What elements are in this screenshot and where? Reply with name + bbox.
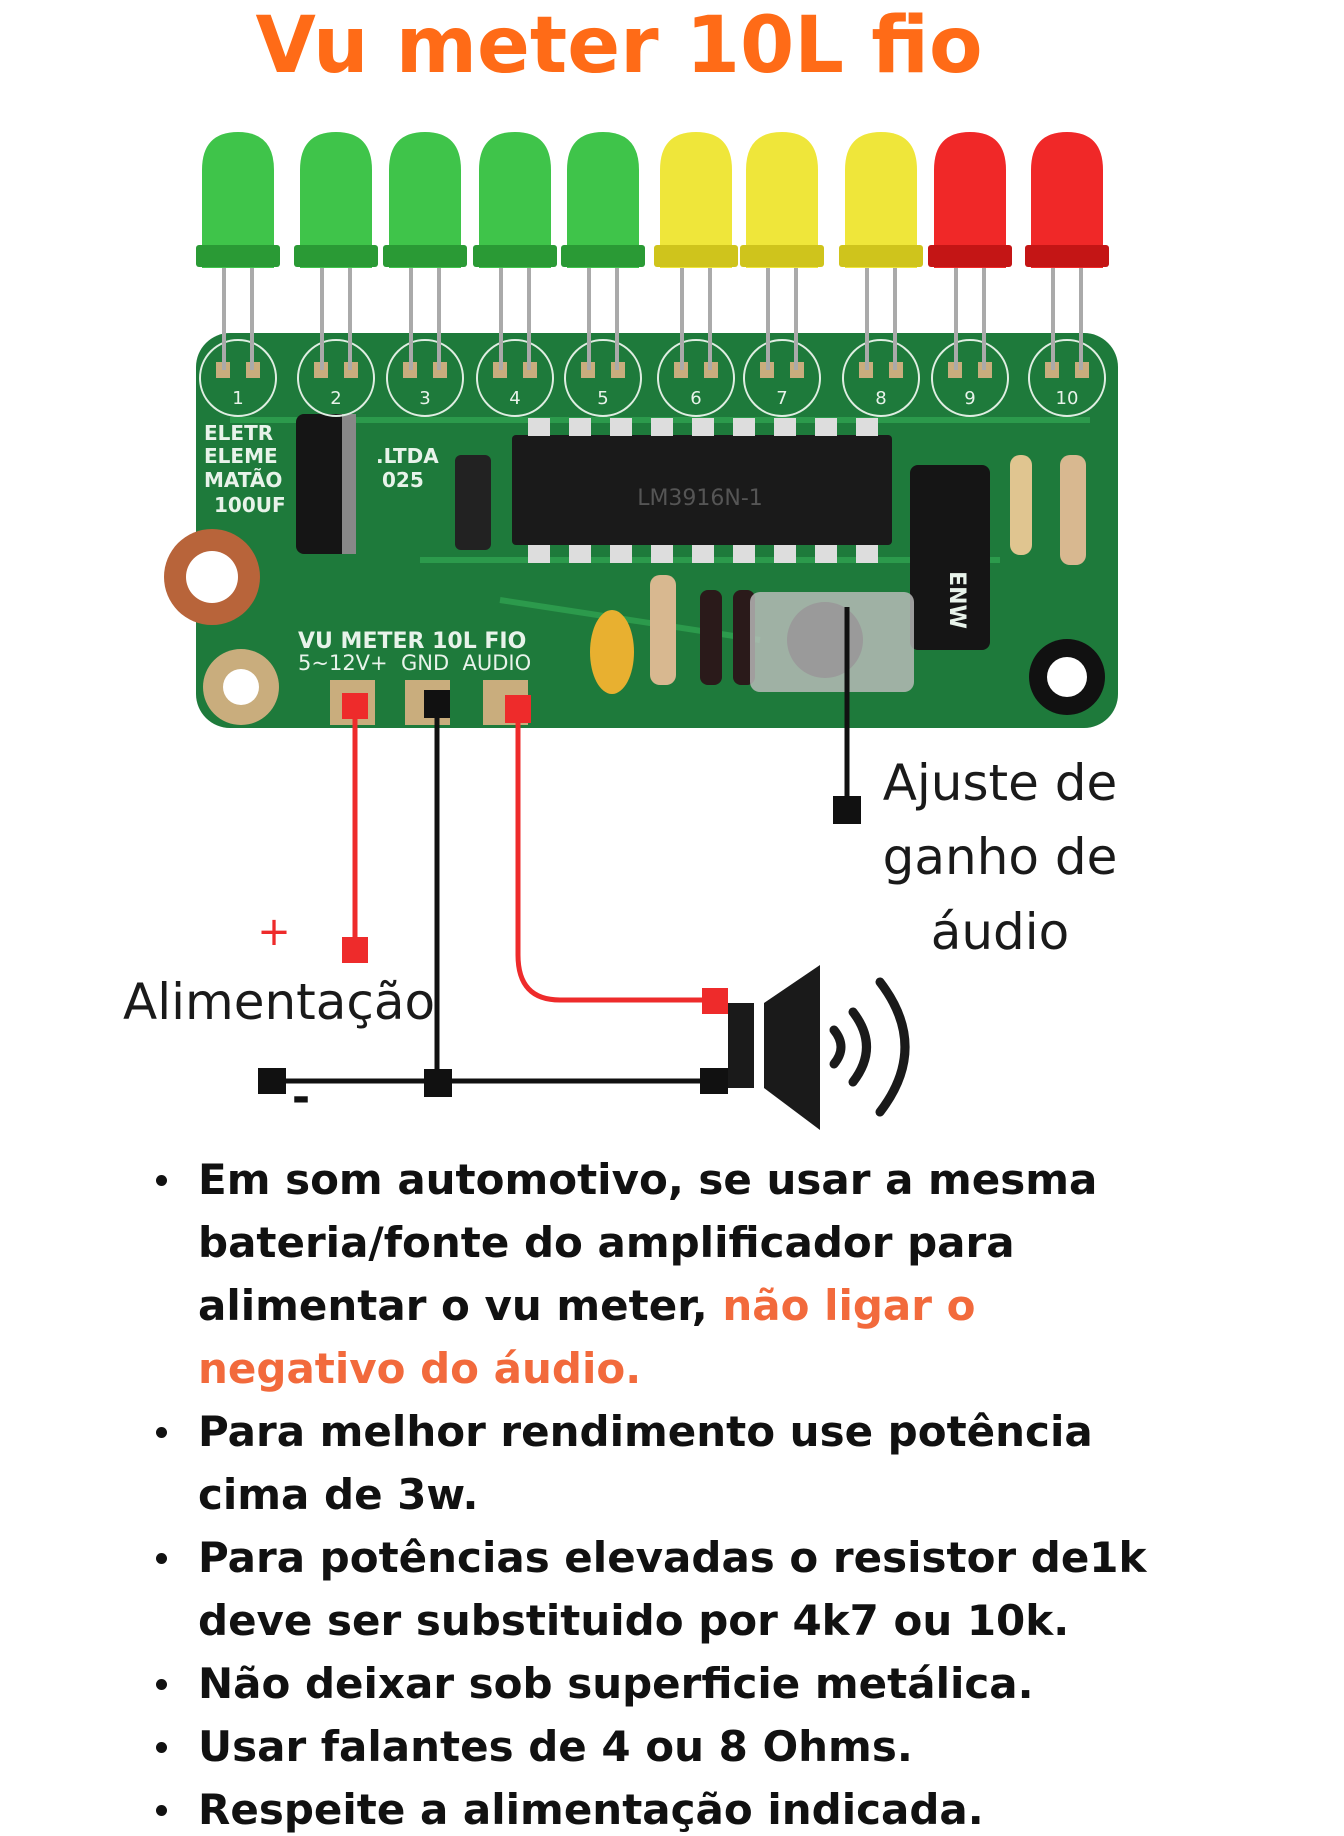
note-text: Respeite a alimentação indicada. <box>198 1785 984 1834</box>
note-text: alimentar o vu meter, <box>198 1281 723 1330</box>
led-pad: 7 <box>743 339 821 417</box>
note-text: cima de 3w. <box>198 1470 479 1519</box>
resistor <box>1010 455 1032 555</box>
led-green <box>196 132 280 370</box>
note-text: Para potências elevadas o resistor de1k <box>198 1533 1147 1582</box>
wires <box>258 607 861 1097</box>
note-line: negativo do áudio. <box>198 1337 1146 1400</box>
led-number: 4 <box>509 388 520 409</box>
led-number: 2 <box>330 388 341 409</box>
note-line: cima de 3w. <box>198 1463 1146 1526</box>
note-line: Respeite a alimentação indicada. <box>198 1778 1146 1836</box>
led-red <box>928 132 1012 370</box>
pcb-board: LM3916N-1 ENW ELETR ELEME MATÃO 100UF .L… <box>164 333 1118 728</box>
diode <box>455 455 491 550</box>
note-warning-text: não ligar o <box>722 1281 976 1330</box>
note-item: Usar falantes de 4 ou 8 Ohms. <box>150 1715 1146 1778</box>
note-warning-text: negativo do áudio. <box>198 1344 642 1393</box>
note-item: Respeite a alimentação indicada. <box>150 1778 1146 1836</box>
note-line: Usar falantes de 4 ou 8 Ohms. <box>198 1715 1146 1778</box>
resistor <box>1060 455 1086 565</box>
audio-wire <box>515 705 714 1003</box>
note-text: Usar falantes de 4 ou 8 Ohms. <box>198 1722 913 1771</box>
led-pad: 1 <box>199 339 277 417</box>
led-green <box>383 132 467 370</box>
led-yellow <box>654 132 738 370</box>
led-number: 3 <box>419 388 430 409</box>
silk-text: ELEME <box>204 444 278 468</box>
note-text: Em som automotivo, se usar a mesma <box>198 1155 1098 1204</box>
silk-text: MATÃO <box>204 468 282 492</box>
board-name: VU METER 10L FIO <box>298 629 526 654</box>
plus-label: + <box>257 909 291 955</box>
silk-text: .LTDA <box>376 444 439 468</box>
note-line: Em som automotivo, se usar a mesma <box>198 1148 1146 1211</box>
diode <box>700 590 722 685</box>
gain-label-line: Ajuste de <box>883 754 1118 812</box>
silk-text: ELETR <box>204 421 273 445</box>
notes-list: Em som automotivo, se usar a mesma bateri… <box>150 1148 1146 1836</box>
note-item: Não deixar sob superficie metálica. <box>150 1652 1146 1715</box>
minus-label: - <box>292 1072 310 1123</box>
led-number: 7 <box>776 388 787 409</box>
led-green <box>473 132 557 370</box>
note-text: Não deixar sob superficie metálica. <box>198 1659 1034 1708</box>
gain-label-line: áudio <box>931 903 1070 961</box>
led-yellow <box>740 132 824 370</box>
capacitor <box>296 414 356 554</box>
note-line: deve ser substituido por 4k7 ou 10k. <box>198 1589 1146 1652</box>
note-text: bateria/fonte do amplificador para <box>198 1218 1015 1267</box>
resistor <box>650 575 676 685</box>
note-line: Para melhor rendimento use potência <box>198 1400 1146 1463</box>
note-item: Para melhor rendimento use potência cima … <box>150 1400 1146 1526</box>
silk-text: 100UF <box>214 493 286 517</box>
led-number: 10 <box>1056 388 1079 409</box>
note-line: Não deixar sob superficie metálica. <box>198 1652 1146 1715</box>
power-plus-terminal <box>342 937 368 963</box>
led-green <box>294 132 378 370</box>
led-pad: 2 <box>297 339 375 417</box>
note-item: Para potências elevadas o resistor de1k d… <box>150 1526 1146 1652</box>
diode <box>733 590 755 685</box>
led-number: 6 <box>690 388 701 409</box>
led-yellow <box>839 132 923 370</box>
led-number: 8 <box>875 388 886 409</box>
led-number: 5 <box>597 388 608 409</box>
note-text: Para melhor rendimento use potência <box>198 1407 1093 1456</box>
led-number: 9 <box>964 388 975 409</box>
silk-text: 025 <box>382 468 424 492</box>
led-number: 1 <box>232 388 243 409</box>
pin-labels: 5~12V+ GND AUDIO <box>298 651 531 675</box>
gain-label-line: ganho de <box>883 828 1118 886</box>
speaker-icon <box>728 965 910 1130</box>
led-green <box>561 132 645 370</box>
note-line: Para potências elevadas o resistor de1k <box>198 1526 1146 1589</box>
led-red <box>1025 132 1109 370</box>
page-title: Vu meter 10L fio <box>255 1 982 91</box>
capacitor-brand: ENW <box>944 571 969 629</box>
power-label: Alimentação <box>123 973 435 1031</box>
note-line: alimentar o vu meter, não ligar o <box>198 1274 1146 1337</box>
capacitor-enw <box>910 465 990 650</box>
note-line: bateria/fonte do amplificador para <box>198 1211 1146 1274</box>
note-item: Em som automotivo, se usar a mesma bateri… <box>150 1148 1146 1400</box>
led-row <box>196 132 1109 370</box>
note-text: deve ser substituido por 4k7 ou 10k. <box>198 1596 1070 1645</box>
chip-label: LM3916N-1 <box>637 486 763 511</box>
ceramic-capacitor <box>590 610 634 694</box>
ic-chip: LM3916N-1 <box>512 418 892 563</box>
